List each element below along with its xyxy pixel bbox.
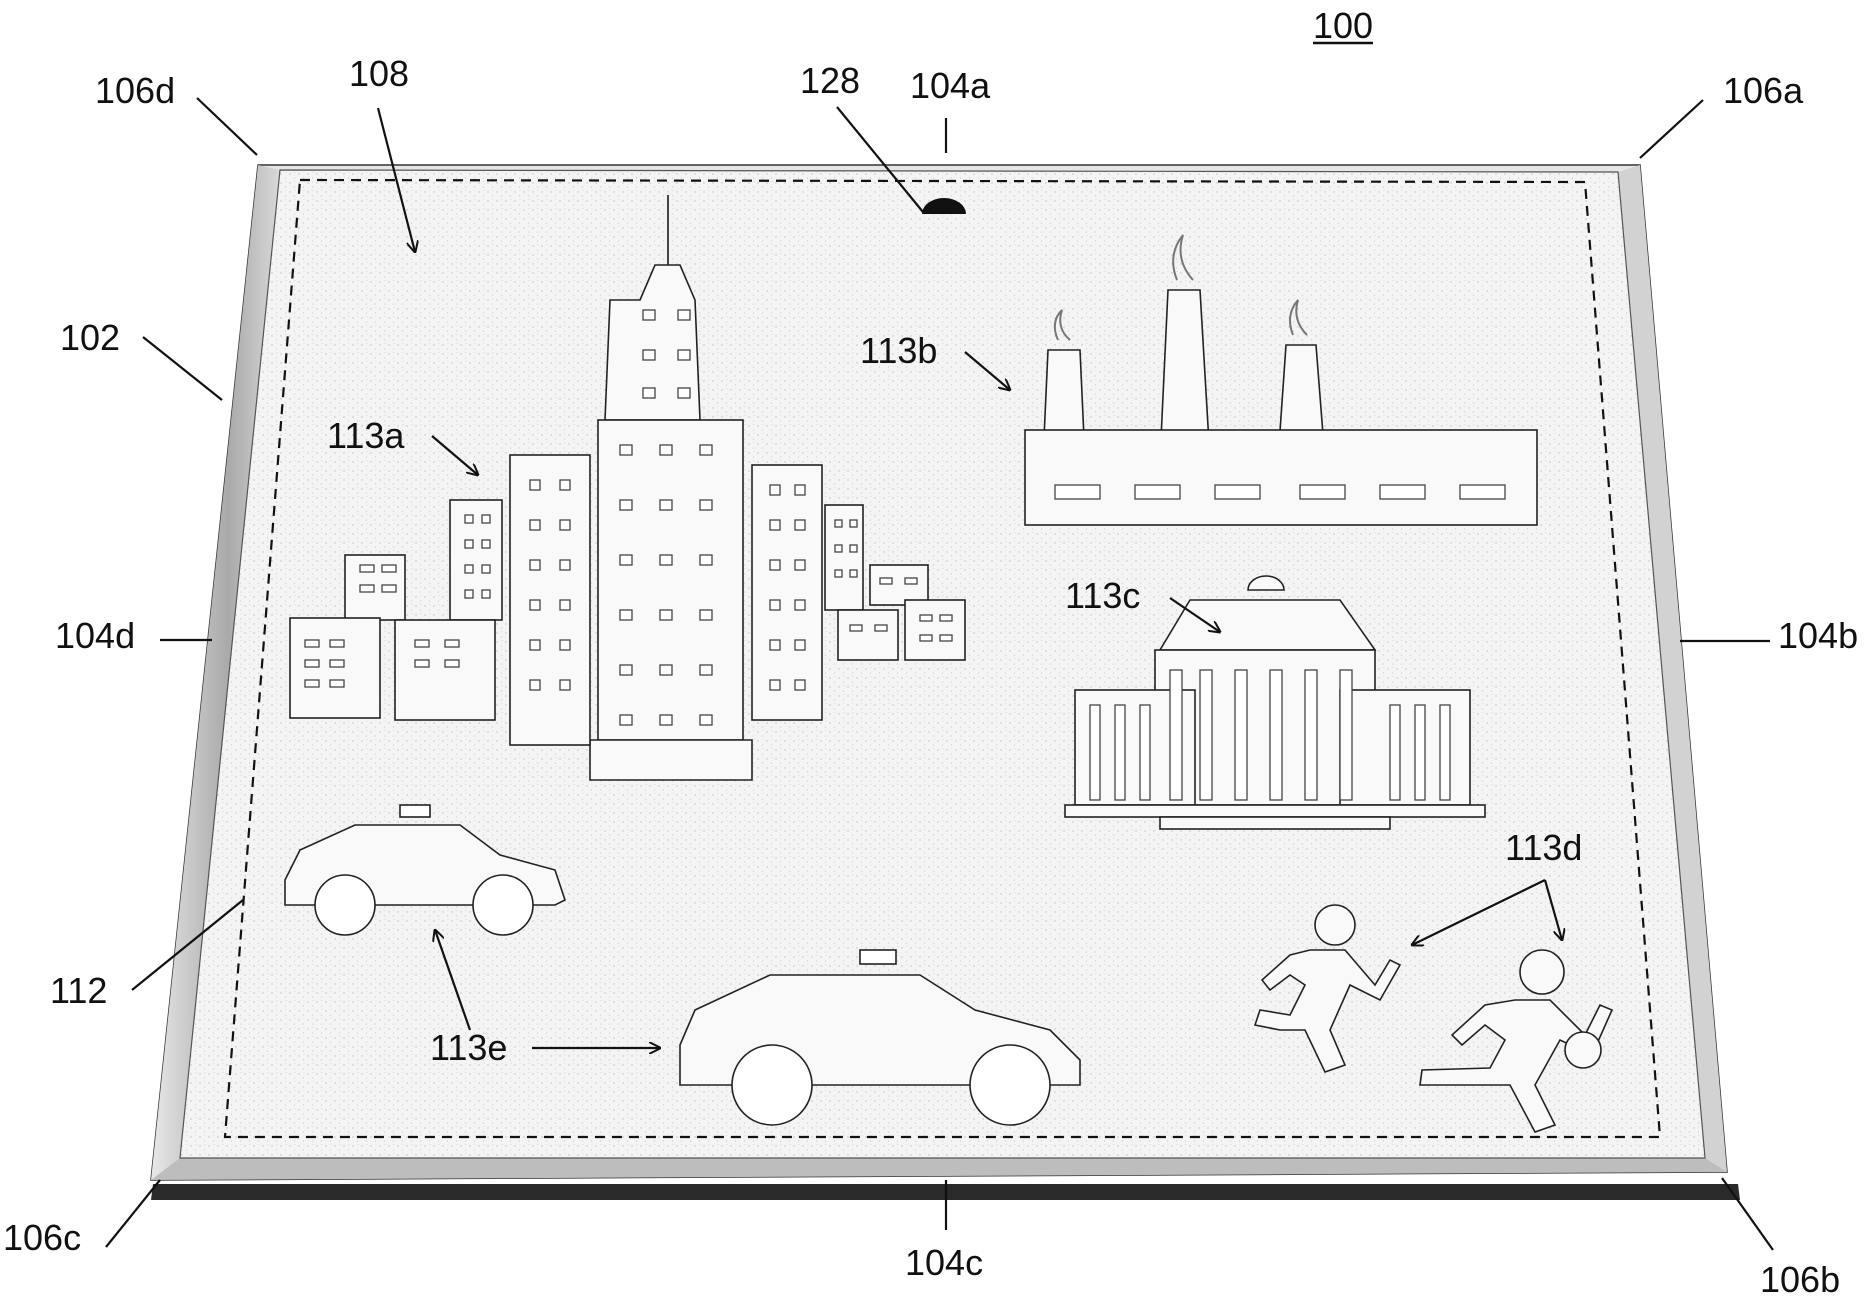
label-113b: 113b — [860, 330, 937, 371]
label-106d: 106d — [95, 70, 175, 111]
label-108: 108 — [349, 53, 409, 94]
label-113c: 113c — [1065, 575, 1140, 616]
label-106c: 106c — [3, 1217, 81, 1258]
label-104a: 104a — [910, 65, 991, 106]
label-106a: 106a — [1723, 70, 1804, 111]
label-128: 128 — [800, 60, 860, 101]
label-106b: 106b — [1760, 1259, 1840, 1296]
label-102: 102 — [60, 317, 120, 358]
label-104c: 104c — [905, 1242, 983, 1283]
label-104b: 104b — [1778, 615, 1858, 656]
label-112: 112 — [50, 970, 107, 1011]
label-104d: 104d — [55, 615, 135, 656]
label-113a: 113a — [327, 415, 405, 456]
figure-number: 100 — [1313, 5, 1373, 46]
label-113e: 113e — [430, 1027, 507, 1068]
label-113d: 113d — [1505, 827, 1582, 868]
